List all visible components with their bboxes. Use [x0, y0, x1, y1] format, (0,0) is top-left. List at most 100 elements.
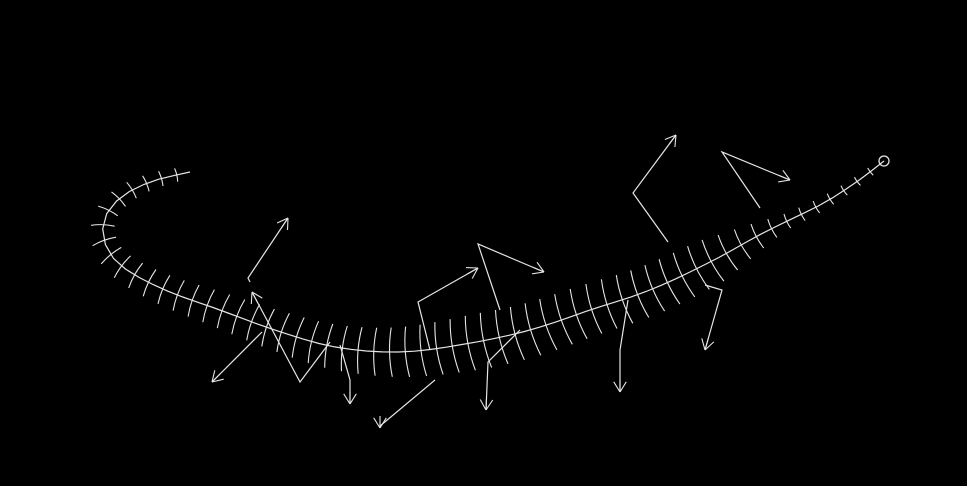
claw: [251, 291, 259, 303]
claw: [668, 134, 677, 145]
rib: [798, 207, 806, 221]
rib: [128, 262, 144, 289]
spine-line: [102, 160, 885, 353]
rib: [307, 320, 320, 364]
rib: [767, 218, 778, 238]
creature-skeleton: [91, 160, 885, 378]
claw: [211, 370, 216, 383]
rib: [672, 252, 696, 298]
claw: [532, 266, 545, 273]
rib: [111, 191, 126, 207]
rib: [216, 294, 231, 329]
leg: [613, 299, 629, 393]
leg: [632, 134, 677, 243]
leg: [211, 331, 263, 383]
claw: [778, 174, 791, 181]
claw: [619, 381, 627, 393]
rib: [404, 326, 411, 378]
creature-legs: [211, 134, 791, 429]
claw: [373, 417, 381, 429]
rib: [569, 288, 588, 340]
rib: [158, 171, 164, 187]
rib: [840, 185, 848, 196]
rib: [126, 181, 137, 199]
leg-bone: [619, 299, 629, 392]
rib: [291, 317, 305, 358]
rib: [157, 275, 171, 305]
leg: [479, 329, 521, 411]
claw: [536, 261, 545, 273]
claw: [485, 399, 494, 411]
leg-bone: [247, 217, 289, 283]
rib: [419, 324, 428, 377]
claw: [349, 393, 357, 405]
creature-head: [878, 155, 890, 167]
rib: [113, 255, 131, 278]
leg: [250, 291, 331, 384]
claw: [379, 417, 387, 429]
leg-bone: [477, 242, 545, 311]
rib: [750, 223, 765, 249]
rib: [615, 274, 634, 324]
claw: [613, 381, 621, 393]
rib: [812, 200, 821, 214]
rib: [202, 289, 215, 323]
leg: [373, 379, 436, 429]
claw: [704, 341, 715, 351]
leg: [247, 217, 289, 283]
leg-bone: [485, 329, 521, 411]
rib: [246, 304, 261, 341]
rib: [554, 294, 573, 345]
claw: [467, 267, 479, 275]
rib: [100, 246, 122, 265]
rib: [276, 313, 290, 353]
rib: [434, 322, 444, 375]
rib: [174, 168, 179, 182]
claw: [782, 169, 791, 181]
claw: [704, 338, 709, 351]
claw: [276, 217, 289, 224]
rib: [231, 299, 246, 335]
rib: [630, 270, 650, 318]
rib: [91, 224, 115, 227]
rib: [600, 279, 618, 329]
rib: [98, 205, 119, 217]
claw: [664, 134, 677, 141]
leg: [417, 267, 479, 351]
rib: [867, 167, 874, 176]
rib: [357, 327, 363, 374]
rib: [539, 299, 558, 351]
rib: [340, 325, 348, 372]
rib: [92, 236, 117, 247]
rib: [717, 234, 739, 271]
rib: [187, 284, 200, 317]
claw: [251, 291, 263, 299]
claw: [471, 267, 479, 279]
claw: [532, 271, 545, 275]
rib: [783, 213, 792, 229]
leg: [477, 242, 545, 311]
rib: [826, 193, 835, 205]
claw: [250, 291, 253, 305]
rib: [142, 175, 150, 192]
rib: [644, 264, 666, 312]
rib: [479, 312, 493, 368]
rib: [494, 309, 509, 365]
rib: [585, 283, 603, 334]
claw: [701, 338, 706, 351]
rib: [449, 319, 460, 373]
rib: [854, 176, 861, 186]
rib: [388, 327, 393, 377]
rib: [658, 259, 681, 305]
leg-bone: [704, 284, 723, 351]
leg-bone: [251, 291, 331, 384]
rib: [464, 315, 476, 371]
rib: [733, 229, 752, 260]
leg-bone: [720, 150, 791, 209]
rib: [142, 269, 157, 297]
rib: [509, 306, 525, 361]
claw: [485, 397, 488, 411]
